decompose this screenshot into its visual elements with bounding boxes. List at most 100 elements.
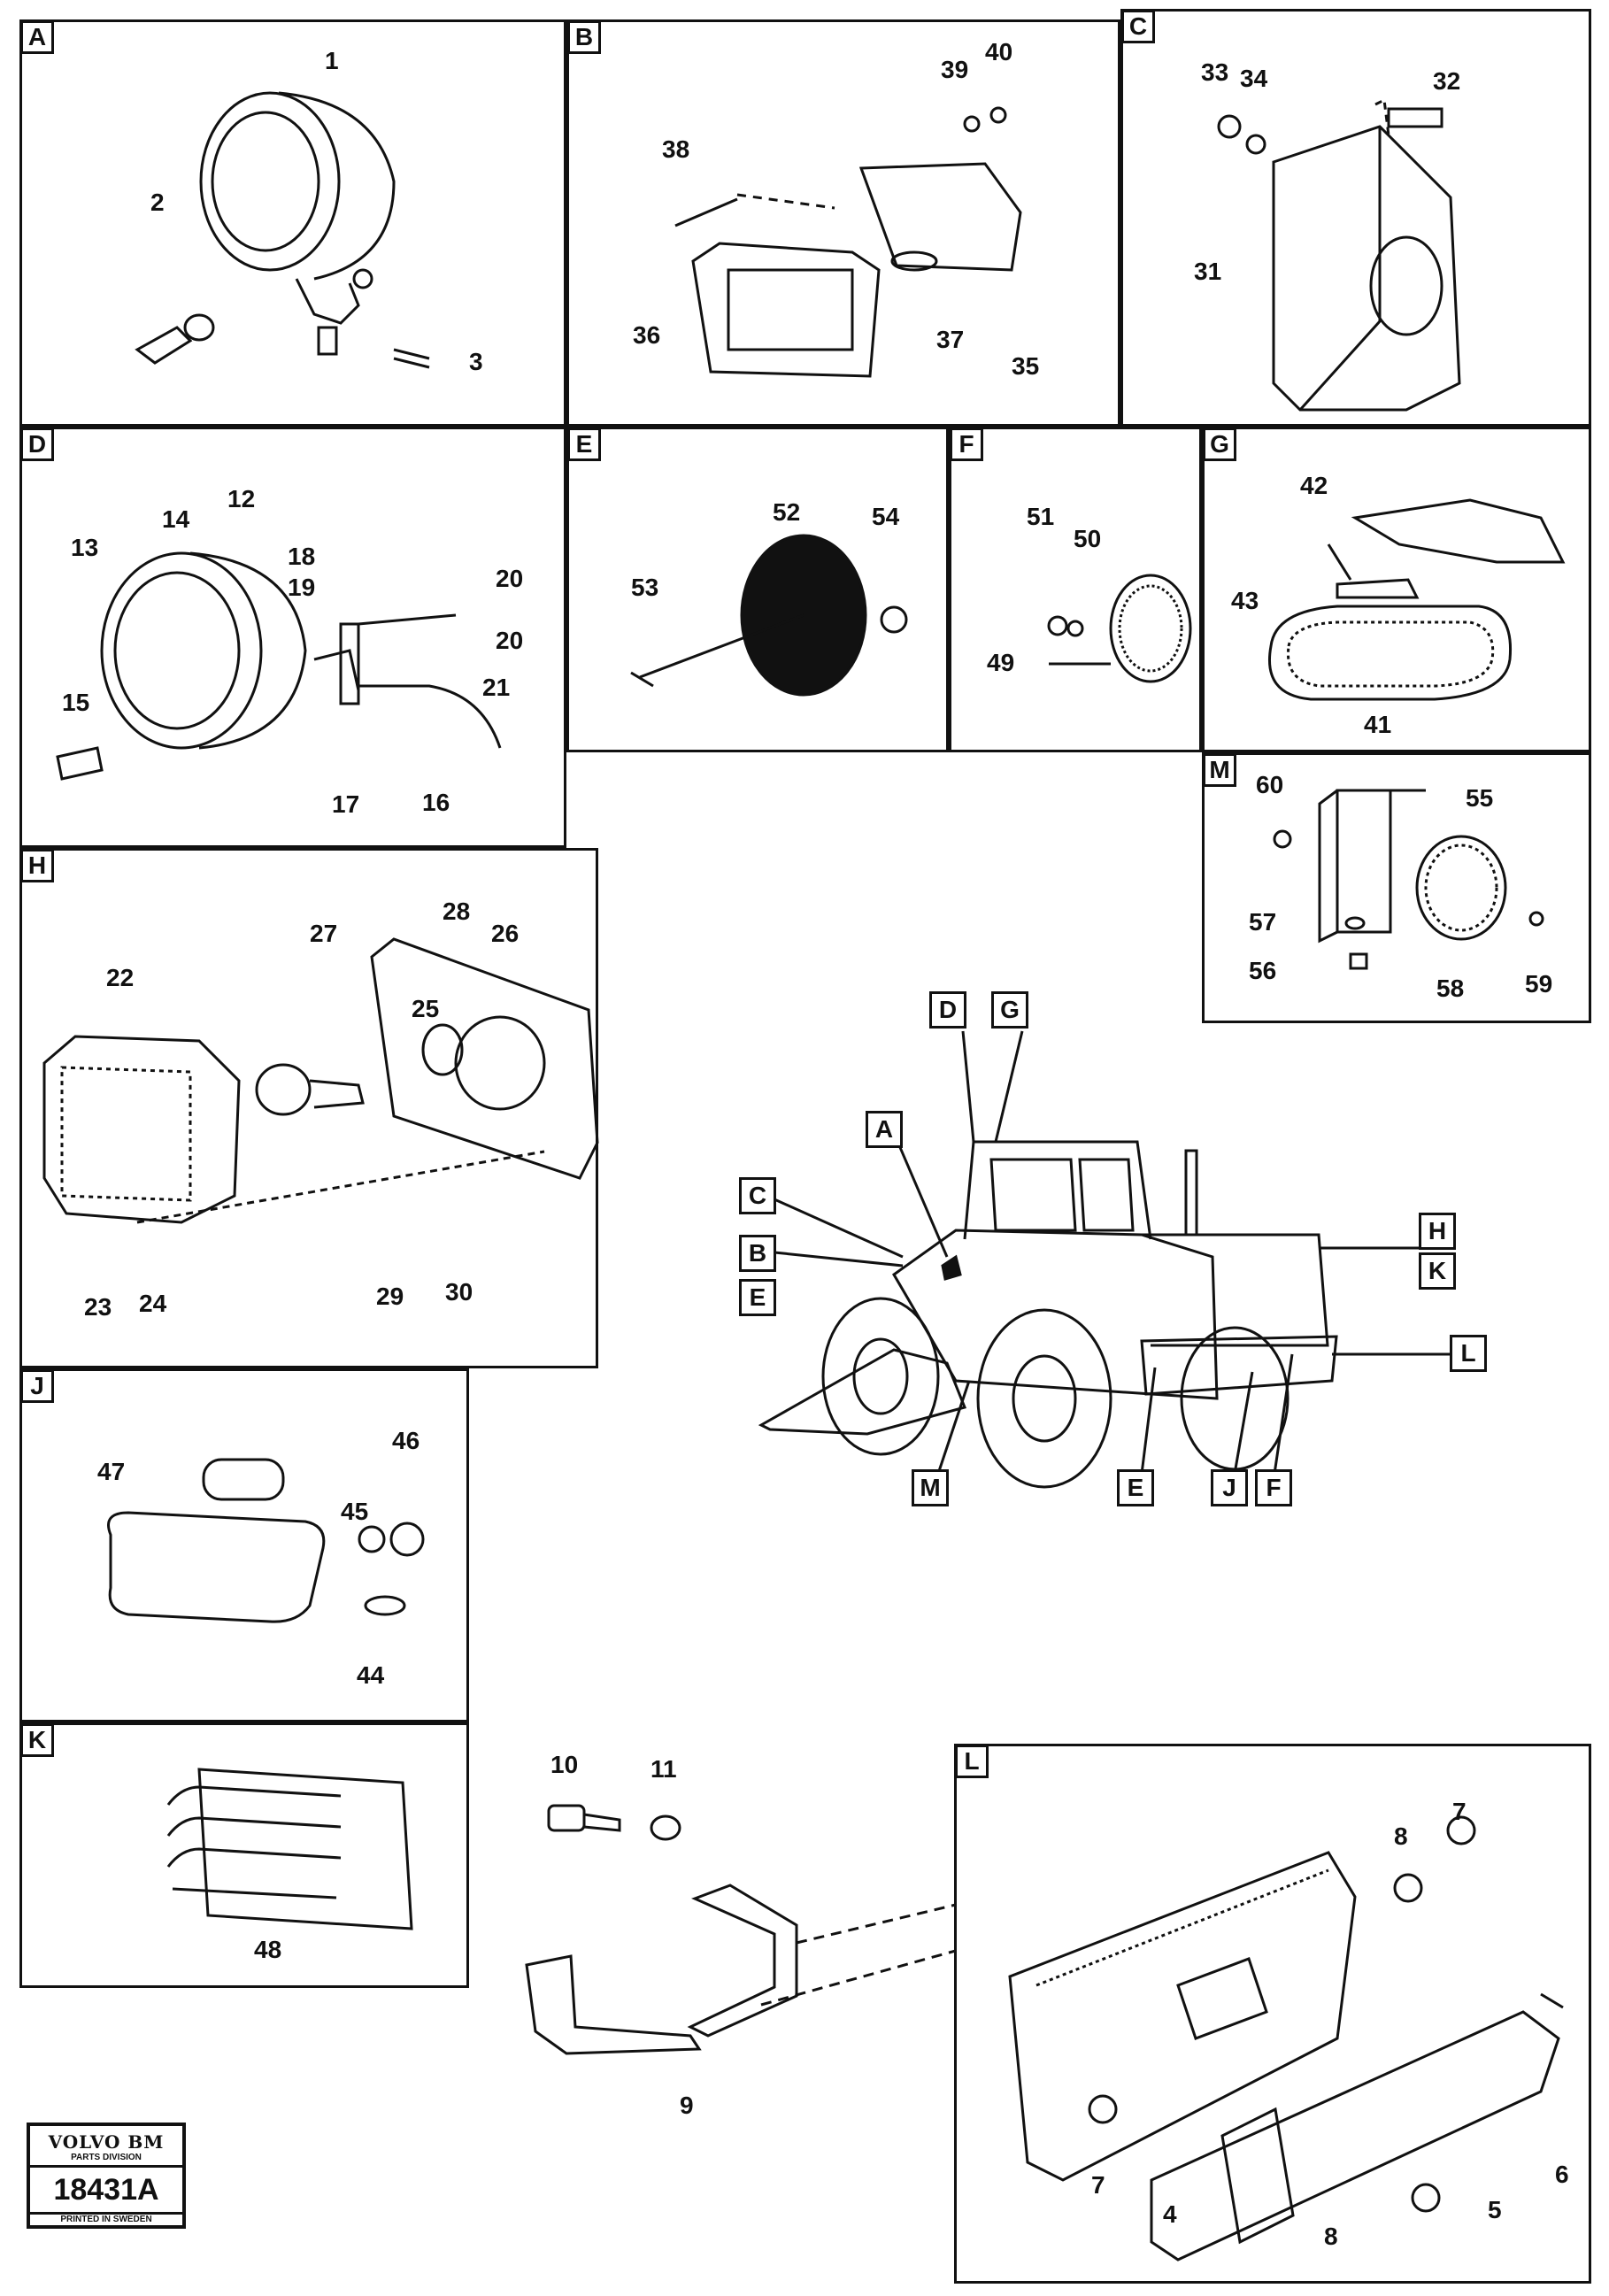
callout-label: 41 (1364, 711, 1392, 738)
callout-label: 4 (1163, 2200, 1177, 2228)
machine-tag: H (1419, 1213, 1456, 1250)
callout-label: 22 (106, 964, 135, 991)
callout-label: 52 (773, 498, 801, 526)
callout-label: 14 (162, 505, 190, 533)
reflector-bracket-illustration (1273, 789, 1544, 970)
callout-label: 32 (1433, 67, 1461, 95)
callout-label: 57 (1249, 908, 1277, 936)
machine-tag: G (991, 991, 1028, 1029)
callout-label: 39 (941, 56, 969, 83)
drawing-code: 18431A (30, 2165, 182, 2215)
callout-label: 35 (1012, 352, 1040, 380)
callout-label: 29 (376, 1283, 404, 1310)
tail-lamp-illustration (1217, 97, 1461, 412)
callout-label: 31 (1194, 258, 1222, 285)
callout-label: 45 (341, 1498, 369, 1525)
callout-label: 58 (1436, 975, 1465, 1002)
callout-label: 2 (150, 189, 165, 216)
callout-label: 50 (1074, 525, 1102, 552)
callout-label: 47 (97, 1458, 126, 1485)
callout-label: 49 (987, 649, 1015, 676)
callout-label: 24 (139, 1290, 167, 1317)
callout-label: 56 (1249, 957, 1277, 984)
callout-label: 19 (288, 574, 316, 601)
panel-b: B 39 40 38 36 37 35 (566, 19, 1120, 427)
callout-label: 7 (1452, 1798, 1467, 1825)
callout-label: 21 (482, 674, 511, 701)
callout-label: 60 (1256, 771, 1284, 798)
callout-label: 37 (936, 326, 965, 353)
machine-tag: C (739, 1177, 776, 1214)
panel-e: E 52 54 53 (566, 427, 949, 752)
callout-label: 53 (631, 574, 659, 601)
volvo-bm-logo: VOLVO BM PARTS DIVISION 18431A PRINTED I… (27, 2123, 186, 2229)
machine-tag: J (1211, 1469, 1248, 1506)
panel-tag: G (1203, 428, 1236, 461)
callout-label: 9 (680, 2092, 694, 2119)
side-marker-illustration (107, 1458, 425, 1623)
machine-tag: F (1255, 1469, 1292, 1506)
callout-label: 11 (651, 1755, 677, 1783)
callout-label: 55 (1466, 784, 1494, 812)
callout-label: 33 (1201, 58, 1229, 86)
callout-label: 28 (443, 898, 471, 925)
callout-label: 44 (357, 1661, 385, 1689)
panel-tag: B (567, 20, 601, 54)
panel-tag: M (1203, 753, 1236, 787)
callout-label: 20 (496, 627, 524, 654)
machine-tag: M (912, 1469, 949, 1506)
callout-label: 3 (469, 348, 483, 375)
marker-lamp-g-illustration (1268, 498, 1566, 701)
panel-tag: D (20, 428, 54, 461)
callout-label: 34 (1240, 65, 1268, 92)
machine-tag: A (866, 1111, 903, 1148)
callout-label: 15 (62, 689, 90, 716)
panel-l: L 8 7 7 4 5 6 8 (954, 1744, 1591, 2284)
callout-label: 23 (84, 1293, 112, 1321)
panel-a: A 1 2 3 (19, 19, 566, 427)
panel-tag: H (20, 849, 54, 882)
panel-tag: F (950, 428, 983, 461)
panel-f: F 51 50 49 (949, 427, 1202, 752)
callout-label: 8 (1324, 2223, 1338, 2250)
printed-in: PRINTED IN SWEDEN (60, 2215, 152, 2224)
marker-lamp-illustration (674, 106, 1022, 378)
machine-tag: B (739, 1235, 776, 1272)
callout-label: 7 (1091, 2171, 1105, 2199)
panel-g: G 42 43 41 (1202, 427, 1591, 752)
callout-label: 10 (550, 1751, 579, 1778)
callout-label: 18 (288, 543, 316, 570)
machine-tag: E (739, 1279, 776, 1316)
panel-tag: E (567, 428, 601, 461)
callout-label: 17 (332, 790, 360, 818)
rear-lamp-cluster-illustration (1008, 1815, 1564, 2261)
callout-label: 25 (412, 995, 440, 1022)
division-name: PARTS DIVISION (71, 2153, 142, 2162)
panel-h: H 27 28 26 22 25 23 24 29 30 (19, 848, 599, 1368)
panel-tag: C (1121, 10, 1155, 43)
callout-label: 1 (325, 47, 339, 74)
callout-label: 8 (1394, 1822, 1408, 1850)
callout-label: 30 (445, 1278, 473, 1306)
callout-label: 20 (496, 565, 524, 592)
rear-work-lamp-illustration (42, 937, 599, 1224)
work-lamp-illustration (135, 91, 430, 369)
callout-label: 51 (1027, 503, 1055, 530)
panel-k: K 48 (19, 1722, 469, 1988)
guarded-lamp-illustration (166, 1768, 413, 1930)
callout-label: 43 (1231, 587, 1259, 614)
brand-name: VOLVO BM (48, 2131, 165, 2153)
head-lamp-illustration (56, 551, 502, 781)
callout-label: 59 (1525, 970, 1553, 998)
callout-label: 54 (872, 503, 900, 530)
panel-m: M 60 55 57 56 58 59 (1202, 752, 1591, 1023)
panel-tag: L (955, 1745, 989, 1778)
callout-label: 36 (633, 321, 661, 349)
callout-label: 5 (1488, 2196, 1502, 2223)
callout-label: 48 (254, 1936, 282, 1963)
callout-label: 13 (71, 534, 99, 561)
reflector-small-illustration (1047, 574, 1192, 683)
callout-label: 46 (392, 1427, 420, 1454)
panel-d: D 14 12 13 18 19 20 20 21 15 17 16 (19, 427, 566, 848)
machine-tag: L (1450, 1335, 1487, 1372)
